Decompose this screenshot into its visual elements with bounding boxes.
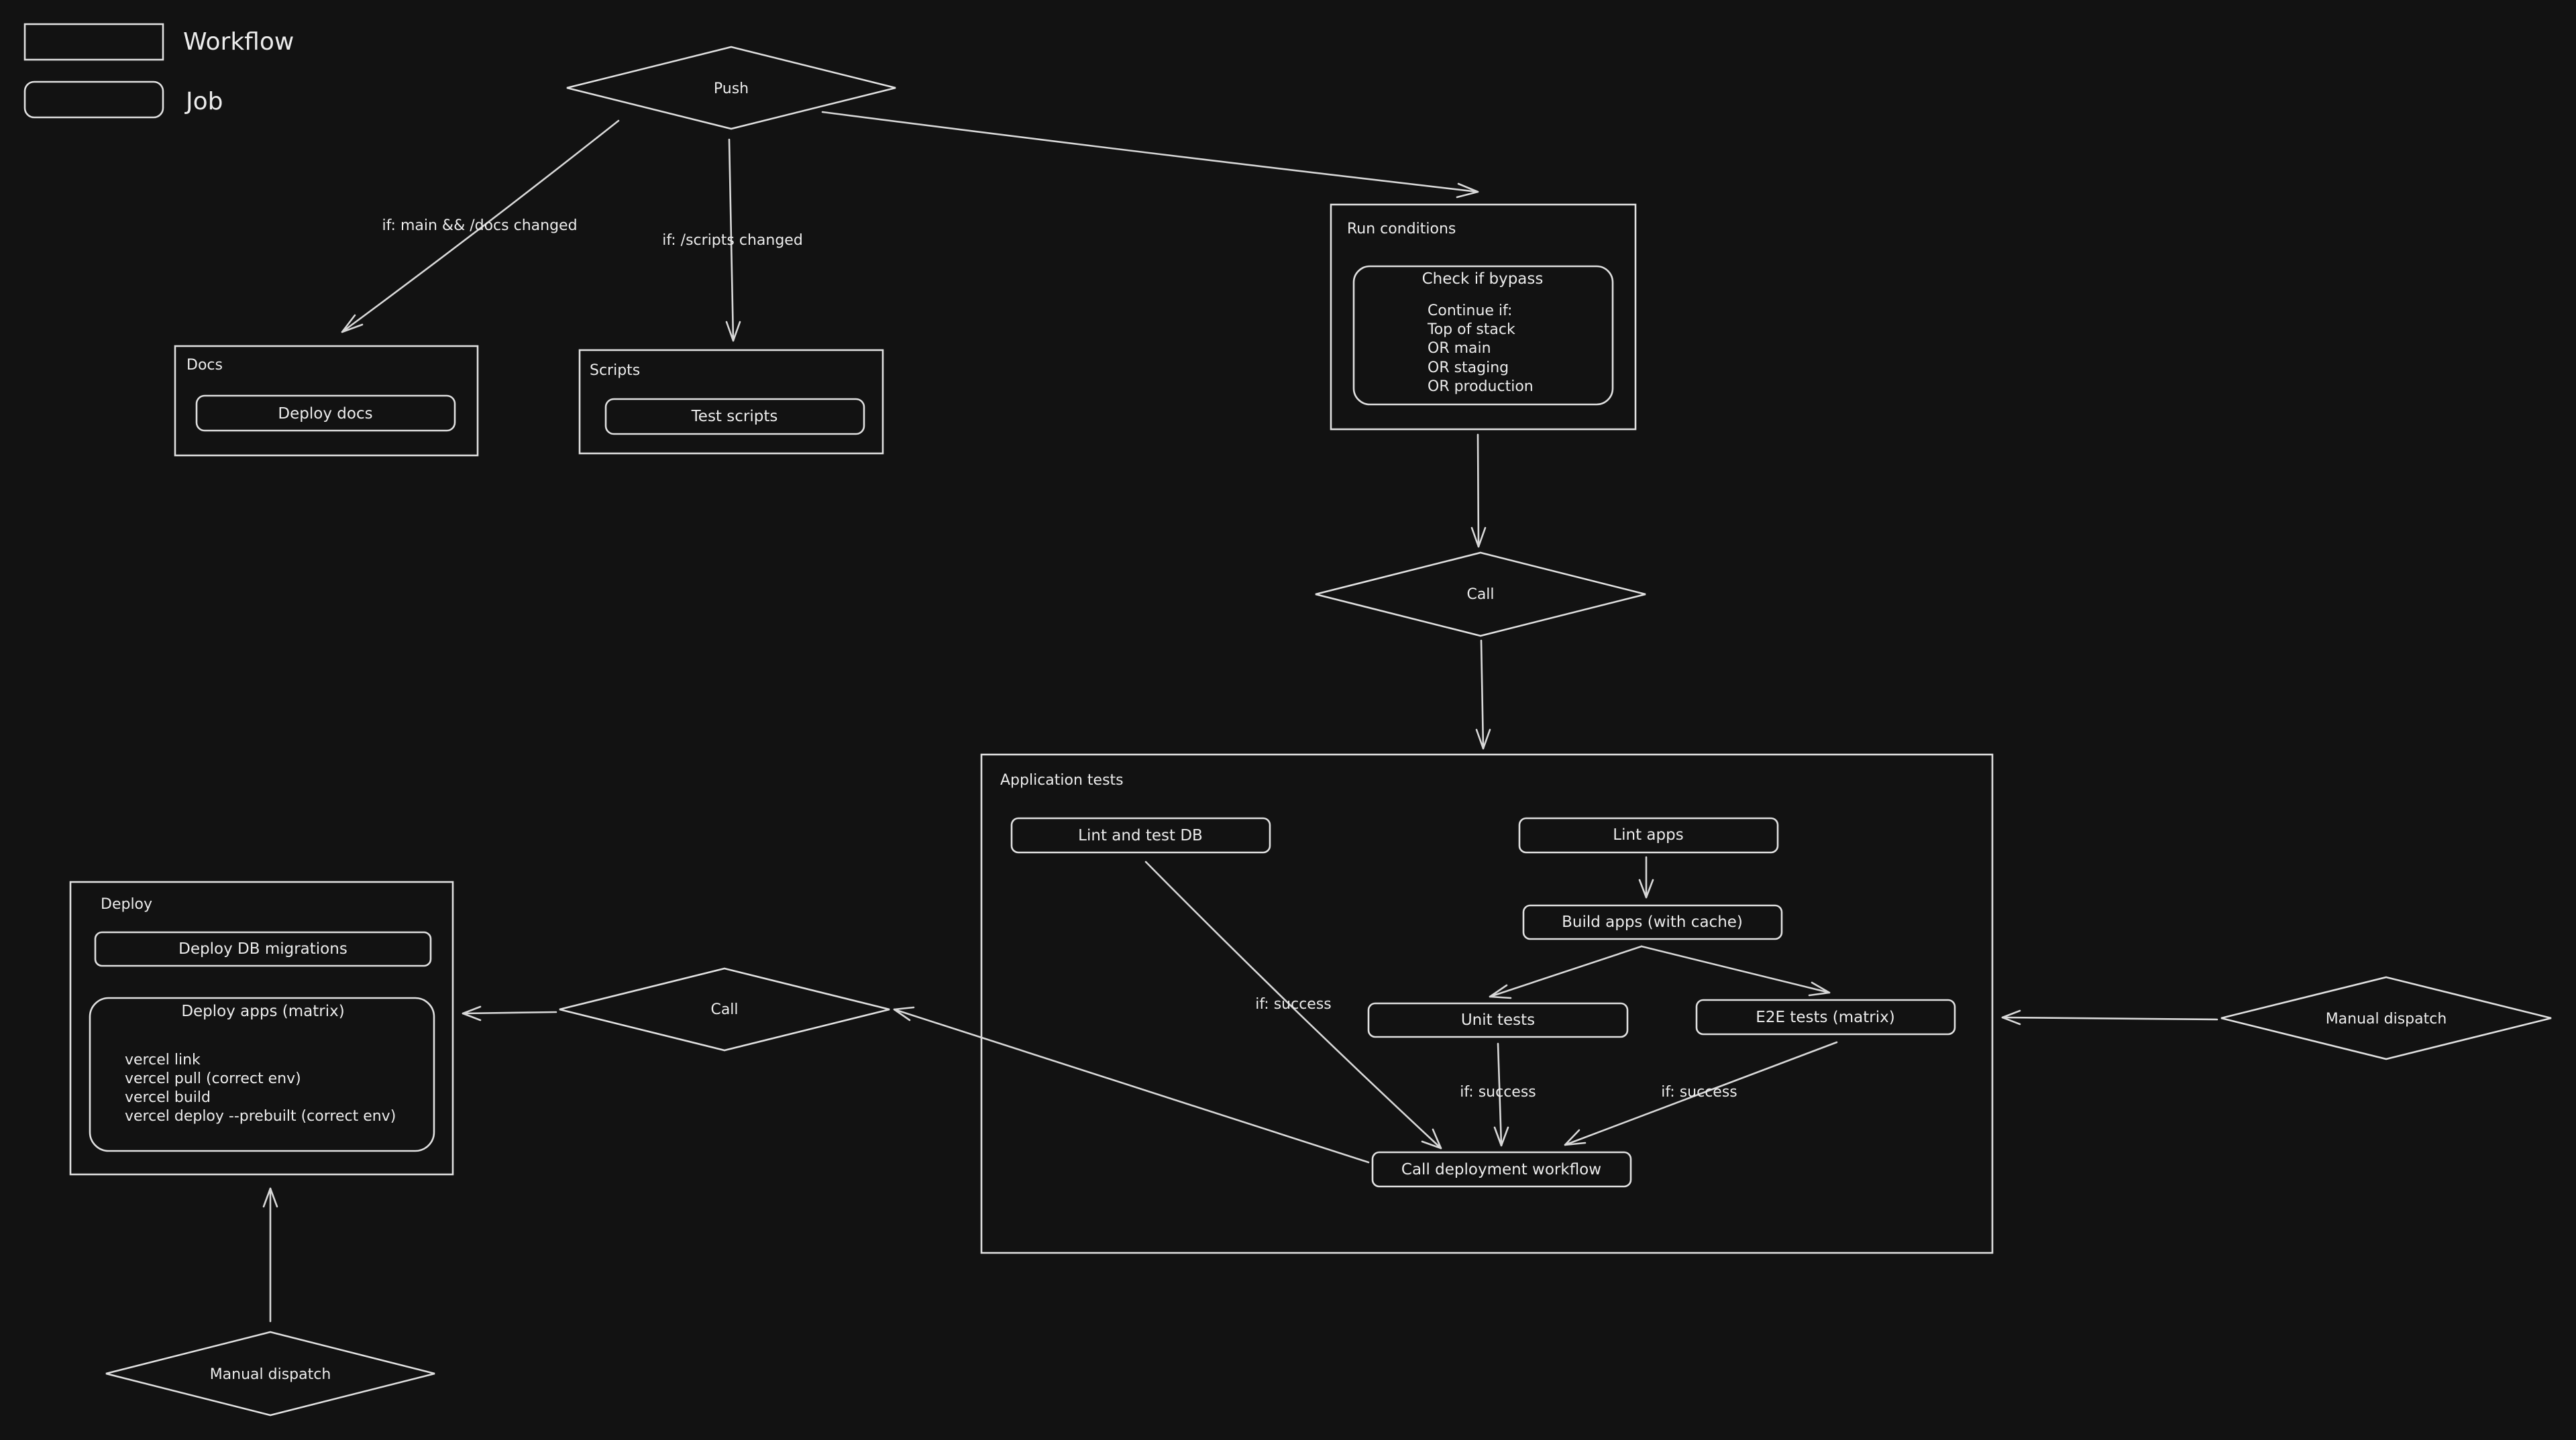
edge-run-conditions-to-call [1470,433,1487,548]
bypass-condition-line-4: OR staging [1428,359,1509,376]
docs-workflow: Docs Deploy docs [174,345,479,457]
call-decision-left: Call [559,967,890,1052]
legend-job-label: Job [184,88,223,115]
manual-dispatch-bottom-label: Manual dispatch [210,1366,331,1383]
edge-manual-dispatch-to-deploy [262,1187,278,1323]
edge-label-scripts-condition: if: /scripts changed [662,232,803,249]
call-left-diamond [559,967,890,1052]
push-trigger: Push [566,46,896,130]
scripts-workflow: Scripts Test scripts [578,349,884,455]
run-conditions-workflow: Run conditions Check if bypass Continue … [1330,203,1637,431]
test-scripts-job-box [604,398,865,435]
deploy-apps-job-title: Deploy apps (matrix) [181,1003,344,1020]
call-top-diamond [1315,551,1646,637]
bypass-condition-line-1: Continue if: [1428,302,1512,319]
e2e-tests-job-label: E2E tests (matrix) [1756,1009,1894,1026]
edge-label-db-success: if: success [1255,996,1332,1013]
edge-call-to-application-tests [1475,639,1491,750]
call-top-label: Call [1466,586,1494,603]
manual-dispatch-bottom-diamond [105,1331,435,1417]
application-tests-box [980,753,1994,1254]
edge-lint-apps-to-build-apps [1638,856,1654,899]
edge-push-to-run-conditions [821,111,1479,199]
deploy-workflow-title: Deploy [101,896,152,913]
deploy-apps-line-1: vercel link [125,1052,201,1068]
check-bypass-job-box [1352,265,1614,406]
application-tests-workflow: Application tests Lint and test DB Lint … [980,753,1994,1254]
unit-tests-job-box [1367,1002,1629,1038]
edge-build-to-e2e-tests [1640,945,1831,997]
e2e-tests-job-box [1695,999,1956,1036]
edge-push-to-scripts [725,138,741,342]
bypass-condition-line-5: OR production [1428,378,1534,395]
edge-labels: if: main && /docs changed if: /scripts c… [382,217,1737,1101]
call-left-label: Call [710,1001,738,1018]
bypass-condition-line-2: Top of stack [1427,321,1515,338]
call-deployment-job-box [1371,1151,1632,1188]
deploy-docs-job-label: Deploy docs [278,405,372,423]
manual-dispatch-right: Manual dispatch [2220,976,2552,1060]
deploy-docs-job-box [195,394,456,432]
docs-workflow-box [174,345,479,457]
legend-job-swatch [23,80,164,119]
lint-test-db-job-box [1010,817,1271,854]
deploy-apps-job-box [89,997,435,1152]
edge-call-left-to-deploy [462,1005,557,1021]
edge-label-unit-success: if: success [1460,1084,1536,1101]
legend: Workflow Job [23,23,294,119]
push-diamond [566,46,896,130]
deploy-db-migrations-job-label: Deploy DB migrations [178,940,347,958]
edge-manual-dispatch-to-application-tests [2001,1009,2218,1026]
edge-call-deployment-to-call-left [893,1006,1370,1164]
scripts-workflow-title: Scripts [590,362,640,379]
test-scripts-job-label: Test scripts [691,408,778,425]
edge-build-to-unit-tests [1489,945,1643,999]
run-conditions-box [1330,203,1637,431]
check-bypass-job-title: Check if bypass [1422,270,1544,288]
push-label: Push [714,80,749,97]
edge-e2e-tests-to-call-deployment [1564,1041,1838,1146]
edge-lint-db-to-call-deployment [1144,861,1442,1150]
edge-label-e2e-success: if: success [1661,1084,1737,1101]
edges [262,111,2218,1323]
legend-workflow-swatch [23,23,164,61]
call-deployment-job-label: Call deployment workflow [1401,1161,1601,1178]
manual-dispatch-bottom: Manual dispatch [105,1331,435,1417]
edge-label-docs-condition: if: main && /docs changed [382,217,577,234]
legend-workflow-label: Workflow [183,28,294,56]
manual-dispatch-right-label: Manual dispatch [2326,1011,2447,1028]
deploy-db-migrations-job-box [94,931,432,967]
run-conditions-title: Run conditions [1347,221,1456,237]
edge-unit-tests-to-call-deployment [1493,1042,1509,1147]
build-apps-job-label: Build apps (with cache) [1562,913,1743,931]
edge-push-to-docs [341,119,620,333]
manual-dispatch-right-diamond [2220,976,2552,1060]
deploy-apps-line-2: vercel pull (correct env) [125,1070,301,1087]
lint-test-db-job-label: Lint and test DB [1078,827,1203,844]
build-apps-job-box [1522,904,1783,940]
unit-tests-job-label: Unit tests [1461,1011,1535,1029]
lint-apps-job-box [1518,817,1779,854]
deploy-workflow-box [69,881,454,1176]
lint-apps-job-label: Lint apps [1613,826,1683,844]
docs-workflow-title: Docs [186,357,223,374]
scripts-workflow-box [578,349,884,455]
application-tests-title: Application tests [1000,772,1124,789]
call-decision-top: Call [1315,551,1646,637]
deploy-apps-line-4: vercel deploy --prebuilt (correct env) [125,1108,396,1125]
bypass-condition-line-3: OR main [1428,340,1491,357]
deploy-workflow: Deploy Deploy DB migrations Deploy apps … [69,881,454,1176]
deploy-apps-line-3: vercel build [125,1089,211,1106]
